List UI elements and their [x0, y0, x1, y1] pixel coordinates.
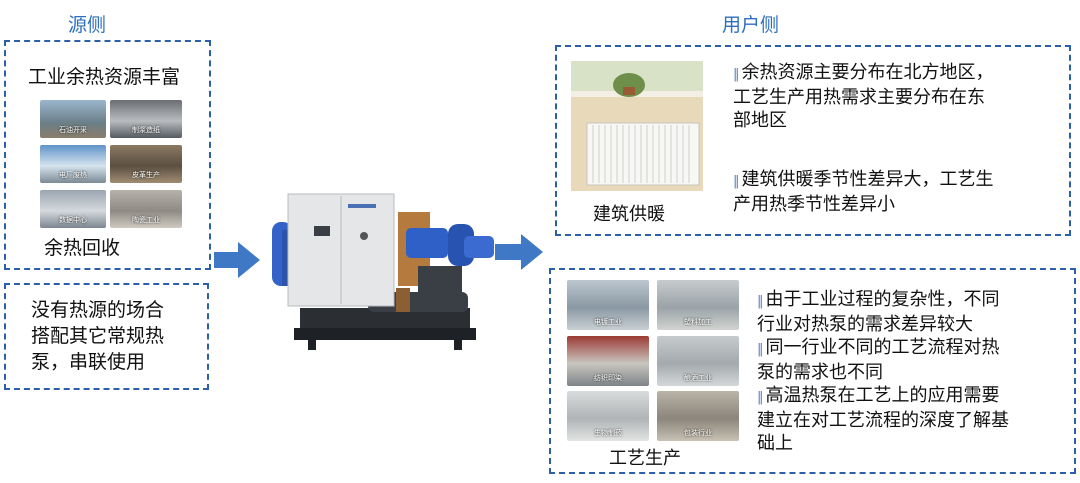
process-bullet-3-line-1: 高温热泵在工艺上的应用需要	[765, 385, 1000, 406]
process-bullet-1-line-1: 由于工业过程的复杂性，不同	[765, 289, 1000, 310]
thumbnail-label: 皮革生产	[132, 171, 160, 179]
arrow-right-icon	[214, 242, 260, 278]
bullet-icon: ‖	[757, 342, 764, 357]
heating-bullet-1: ‖余热资源主要分布在北方地区， 工艺生产用热需求主要分布在东 部地区	[733, 61, 994, 132]
process-bullet-3-line-3: 础上	[757, 433, 793, 454]
heating-bullet-1-line-3: 部地区	[733, 110, 787, 131]
thumbnail-label: 电镀工业	[594, 318, 622, 326]
thumbnail-leather: 皮革生产	[110, 145, 182, 183]
thumbnail-packaging: 包装行业	[657, 391, 739, 441]
thumbnail-power-plant: 电厂废热	[40, 145, 106, 183]
arrow-right-icon	[495, 234, 543, 270]
heating-bullet-1-line-1: 余热资源主要分布在北方地区，	[741, 62, 994, 83]
thumbnail-label: 塑料加工	[684, 318, 712, 326]
thumbnail-textile: 纺织印染	[567, 336, 649, 386]
thumbnail-ceramics: 陶瓷工业	[110, 190, 182, 228]
thumbnail-oil: 石油开采	[40, 100, 106, 138]
bullet-icon: ‖	[757, 294, 764, 309]
process-bullet-2-line-1: 同一行业不同的工艺流程对热	[765, 337, 1000, 358]
thumbnail-paper: 制浆造纸	[110, 100, 182, 138]
thumbnail-label: 制浆造纸	[132, 126, 160, 134]
waste-heat-recovery-label: 余热回收	[44, 237, 121, 259]
thumbnail-label: 酿酒工业	[684, 374, 712, 382]
no-heat-source-line-2: 搭配其它常规热	[31, 325, 165, 347]
bullet-icon: ‖	[757, 390, 764, 405]
thumbnail-plastics: 塑料加工	[657, 280, 739, 330]
user-side-header: 用户侧	[722, 14, 780, 36]
process-bullets: ‖由于工业过程的复杂性，不同 行业对热泵的需求差异较大 ‖同一行业不同的工艺流程…	[757, 288, 1009, 455]
thumbnail-label: 陶瓷工业	[132, 216, 160, 224]
thumbnail-label: 数据中心	[59, 216, 87, 224]
source-side-header: 源侧	[68, 14, 107, 36]
thumbnail-label: 包装行业	[684, 429, 712, 437]
thumbnail-pharma: 生物制药	[567, 391, 649, 441]
process-bullet-2-line-2: 泵的需求也不同	[757, 362, 883, 383]
waste-heat-title: 工业余热资源丰富	[28, 66, 181, 88]
process-bullet-3-line-2: 建立在对工艺流程的深度了解基	[757, 410, 1009, 431]
heating-bullet-2-line-1: 建筑供暖季节性差异大，工艺生	[741, 169, 994, 190]
thumbnail-label: 生物制药	[594, 429, 622, 437]
no-heat-source-line-3: 泵，串联使用	[31, 351, 146, 373]
industrial-process-box: 电镀工业 塑料加工 纺织印染 酿酒工业 生物制药 包装行业 工艺生产 ‖由于工业…	[549, 268, 1076, 474]
waste-heat-box: 工业余热资源丰富 石油开采 制浆造纸 电厂废热 皮革生产 数据中心 陶瓷工业 余…	[4, 40, 211, 270]
thumbnail-label: 电厂废热	[59, 171, 87, 179]
thumbnail-brewing: 酿酒工业	[657, 336, 739, 386]
building-heating-caption: 建筑供暖	[593, 204, 665, 225]
process-bullet-1-line-2: 行业对热泵的需求差异较大	[757, 314, 973, 335]
thumbnail-label: 纺织印染	[594, 374, 622, 382]
heat-pump-unit-image	[272, 193, 494, 350]
heating-bullet-2-line-2: 产用热季节性差异小	[733, 194, 895, 215]
no-heat-source-line-1: 没有热源的场合	[31, 299, 165, 321]
radiator-image	[571, 61, 703, 191]
no-heat-source-box: 没有热源的场合 搭配其它常规热 泵，串联使用	[4, 283, 209, 390]
thumbnail-electroplating: 电镀工业	[567, 280, 649, 330]
thumbnail-label: 石油开采	[59, 126, 87, 134]
heating-bullet-1-line-2: 工艺生产用热需求主要分布在东	[733, 87, 985, 108]
heating-bullet-2: ‖建筑供暖季节性差异大，工艺生 产用热季节性差异小	[733, 168, 994, 216]
thumbnail-data-center: 数据中心	[40, 190, 106, 228]
industrial-process-caption: 工艺生产	[609, 448, 681, 469]
bullet-icon: ‖	[733, 67, 740, 82]
bullet-icon: ‖	[733, 174, 740, 189]
building-heating-box: 建筑供暖 ‖余热资源主要分布在北方地区， 工艺生产用热需求主要分布在东 部地区 …	[555, 45, 1071, 236]
